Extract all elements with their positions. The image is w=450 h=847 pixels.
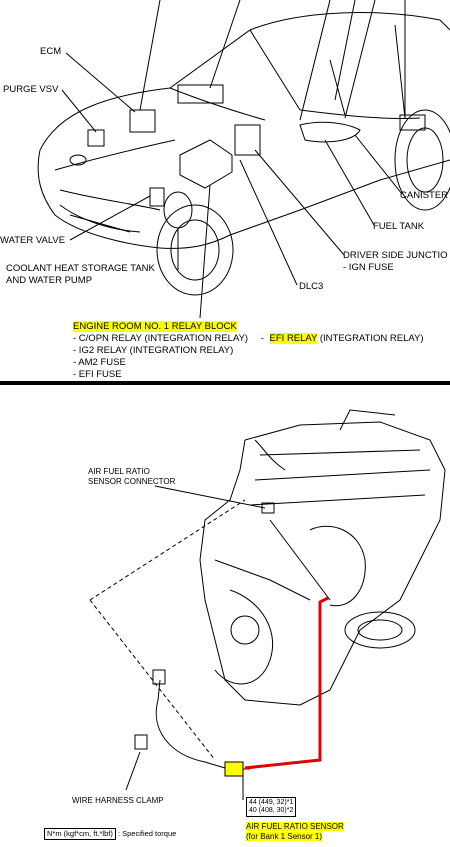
torque-legend: N*m (kgf*cm, ft.*lbf) : Specified torque bbox=[44, 828, 176, 840]
torque-legend-unit: N*m (kgf*cm, ft.*lbf) bbox=[44, 828, 116, 840]
relay-block-title: ENGINE ROOM NO. 1 RELAY BLOCK bbox=[73, 321, 237, 332]
efi-relay-prefix: - bbox=[260, 333, 264, 344]
vehicle-component-location-drawing bbox=[37, 0, 450, 319]
driver-side-junction-label: DRIVER SIDE JUNCTIO bbox=[343, 250, 448, 261]
wire-harness-clamp-label: WIRE HARNESS CLAMP bbox=[72, 796, 164, 805]
efi-relay-highlight: EFI RELAY bbox=[269, 333, 318, 344]
section-divider bbox=[0, 381, 450, 385]
sensor-label-highlight-1: AIR FUEL RATIO SENSOR bbox=[246, 822, 344, 831]
am2-fuse-row: - AM2 FUSE bbox=[73, 357, 126, 368]
sensor-label-line2: (for Bank 1 Sensor 1) bbox=[246, 832, 323, 842]
efi-relay-suffix: (INTEGRATION RELAY) bbox=[319, 333, 424, 344]
torque-spec-line1: 44 (449, 32)*1 bbox=[249, 799, 294, 806]
coolant-tank-label-line2: AND WATER PUMP bbox=[6, 275, 93, 286]
torque-spec-box: 44 (449, 32)*1 40 (408, 30)*2 bbox=[246, 797, 297, 817]
relay-block-title-text: ENGINE ROOM NO. 1 RELAY BLOCK bbox=[73, 321, 237, 332]
c-opn-relay-text: - C/OPN RELAY (INTEGRATION RELAY) bbox=[73, 333, 249, 344]
sensor-label-line1: AIR FUEL RATIO SENSOR bbox=[246, 822, 344, 832]
c-opn-relay-row: - C/OPN RELAY (INTEGRATION RELAY) - EFI … bbox=[73, 333, 424, 344]
ign-fuse-label: - IGN FUSE bbox=[343, 262, 394, 273]
torque-spec-line2: 40 (408, 30)*2 bbox=[249, 807, 294, 814]
dlc3-label: DLC3 bbox=[299, 281, 324, 292]
ecm-label: ECM bbox=[40, 46, 62, 57]
water-valve-label: WATER VALVE bbox=[0, 235, 66, 246]
fuel-tank-label: FUEL TANK bbox=[373, 221, 425, 232]
connector-label-line1: AIR FUEL RATIO bbox=[88, 467, 150, 476]
connector-label-line2: SENSOR CONNECTOR bbox=[88, 477, 176, 486]
canister-label: CANISTER bbox=[400, 190, 449, 201]
purge-vsv-label: PURGE VSV bbox=[3, 84, 59, 95]
efi-fuse-row: - EFI FUSE bbox=[73, 369, 122, 380]
sensor-label-highlight-2: (for Bank 1 Sensor 1) bbox=[246, 832, 323, 841]
ig2-relay-row: - IG2 RELAY (INTEGRATION RELAY) bbox=[73, 345, 234, 356]
coolant-tank-label-line1: COOLANT HEAT STORAGE TANK bbox=[6, 263, 155, 274]
torque-legend-text: : Specified torque bbox=[117, 829, 177, 838]
